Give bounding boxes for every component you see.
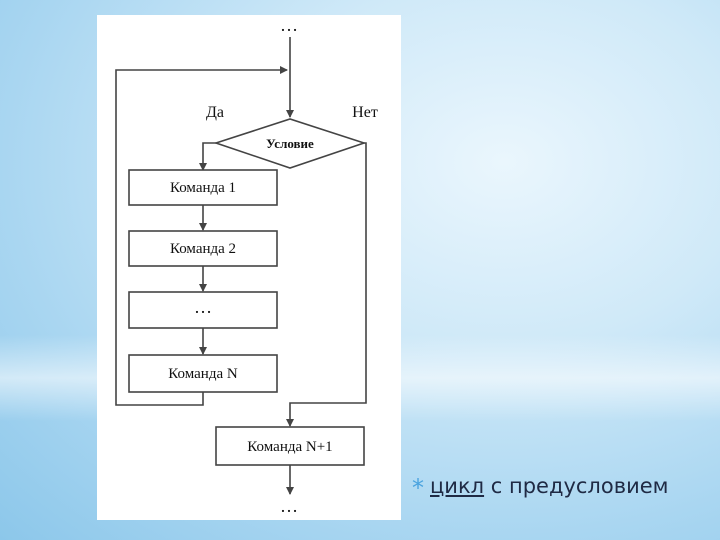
command-ellipsis-box <box>128 291 278 329</box>
top-ellipsis: … <box>280 15 298 35</box>
condition-label: Условие <box>266 136 314 151</box>
slide-caption: *цикл с предусловием <box>412 474 712 510</box>
bullet-star-icon: * <box>412 474 424 502</box>
bottom-ellipsis: … <box>280 496 298 516</box>
caption-word-loop: цикл <box>430 474 485 498</box>
loop-back-line <box>115 66 288 406</box>
no-label: Нет <box>352 104 378 121</box>
flowchart-panel: … Условие Да Нет Команда 1 Команда 2 … К… <box>97 15 401 520</box>
caption-rest: с предусловием <box>484 474 669 498</box>
flowchart: … Условие Да Нет Команда 1 Команда 2 … К… <box>115 15 378 516</box>
command-n1-box <box>215 426 365 466</box>
command-n-box <box>128 354 278 393</box>
command-1-box <box>128 169 278 206</box>
command-ellipsis-label: … <box>194 297 212 317</box>
yes-branch-line <box>199 142 216 171</box>
no-branch-line <box>286 142 367 427</box>
command-1-label: Команда 1 <box>170 180 236 196</box>
command-n1-label: Команда N+1 <box>247 439 332 455</box>
command-n-label: Команда N <box>168 366 238 382</box>
yes-label: Да <box>206 104 224 121</box>
command-2-label: Команда 2 <box>170 241 236 257</box>
